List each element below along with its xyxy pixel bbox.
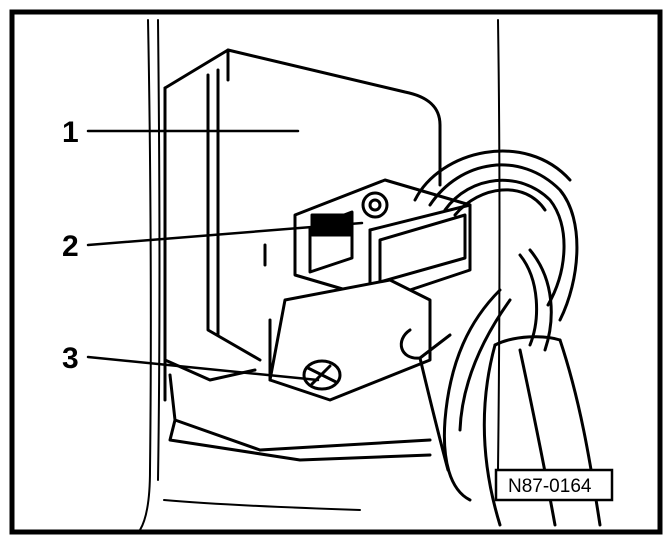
callout-label-1: 1	[62, 116, 79, 149]
leader-line-2	[86, 221, 364, 247]
leader-line-3	[86, 355, 320, 382]
connector-plug	[268, 178, 472, 402]
mounting-panel	[139, 19, 501, 531]
leader-lines	[86, 129, 364, 382]
wiring-harness	[399, 149, 602, 527]
reference-code-box: N87-0164	[494, 468, 614, 502]
callout-label-3: 3	[62, 342, 79, 375]
reference-code-label: N87-0164	[508, 476, 592, 497]
callout-label-2: 2	[62, 230, 79, 263]
mounting-screw	[302, 359, 342, 391]
